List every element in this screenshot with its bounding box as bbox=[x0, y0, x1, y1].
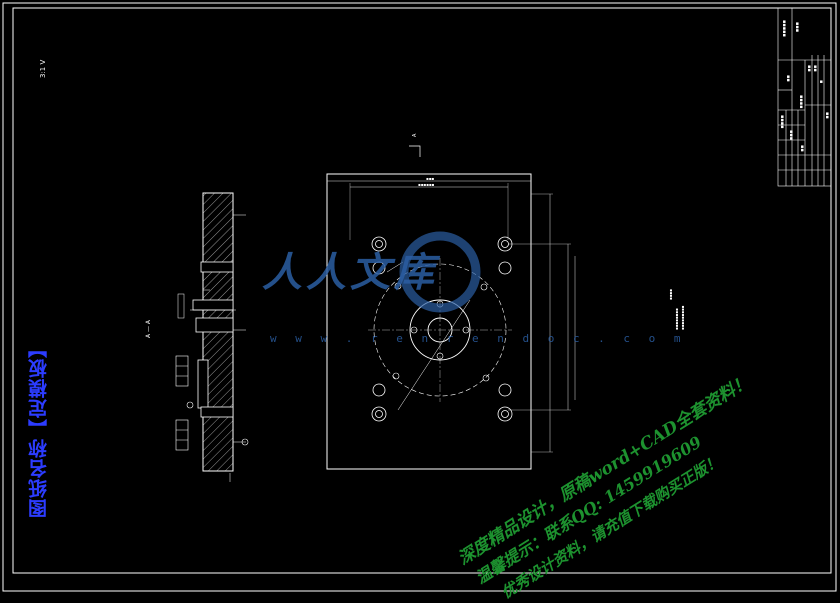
svg-text:▪▪▪: ▪▪▪ bbox=[794, 22, 800, 32]
drawing-title: 图纸名称【定模板】 bbox=[27, 338, 50, 518]
svg-text:▪▪: ▪▪ bbox=[824, 112, 830, 119]
outer-border bbox=[2, 2, 837, 592]
cut-marker bbox=[409, 145, 421, 157]
svg-text:▪▪: ▪▪ bbox=[806, 65, 812, 72]
svg-text:▪▪▪▪: ▪▪▪▪ bbox=[798, 95, 804, 109]
section-view bbox=[175, 192, 249, 482]
view-marker: A bbox=[412, 133, 418, 137]
svg-text:▪▪▪▪: ▪▪▪▪ bbox=[779, 115, 785, 129]
svg-text:▪▪▪▪: ▪▪▪▪ bbox=[668, 289, 673, 300]
plan-view: ▪▪▪ ▪▪▪▪▪▪ bbox=[326, 173, 576, 470]
title-block bbox=[777, 7, 832, 187]
logo-url: w w w . r e n r e n d o c . c o m bbox=[270, 332, 687, 345]
svg-text:▪▪▪▪▪: ▪▪▪▪▪ bbox=[781, 20, 787, 37]
corner-label: 3:1 V bbox=[39, 60, 47, 78]
svg-text:▪▪▪▪▪▪▪▪▪: ▪▪▪▪▪▪▪▪▪ bbox=[680, 305, 685, 330]
svg-text:▪▪▪: ▪▪▪ bbox=[788, 130, 794, 140]
title-block-text: ▪▪▪▪▪ ▪▪▪ ▪▪ ▪▪▪▪ ▪▪ ▪▪ ▪ ▪▪ ▪▪▪▪ ▪▪▪ ▪▪ bbox=[779, 20, 830, 152]
svg-text:▪▪▪: ▪▪▪ bbox=[426, 176, 434, 181]
svg-text:▪▪: ▪▪ bbox=[812, 65, 818, 72]
section-label: A — A bbox=[145, 319, 152, 338]
inner-border bbox=[12, 7, 832, 574]
svg-text:▪▪▪▪▪▪: ▪▪▪▪▪▪ bbox=[418, 182, 435, 187]
logo-name: 人人文库 bbox=[262, 249, 438, 296]
svg-text:▪▪: ▪▪ bbox=[785, 75, 791, 82]
logo-circle bbox=[399, 231, 481, 313]
svg-text:▪: ▪ bbox=[818, 80, 824, 83]
svg-text:▪▪: ▪▪ bbox=[799, 145, 805, 152]
svg-text:▪▪▪▪▪▪▪▪: ▪▪▪▪▪▪▪▪ bbox=[674, 308, 679, 330]
technical-notes: ▪▪▪▪ ▪▪▪▪▪▪▪▪ ▪▪▪▪▪▪▪▪▪ bbox=[668, 289, 685, 330]
